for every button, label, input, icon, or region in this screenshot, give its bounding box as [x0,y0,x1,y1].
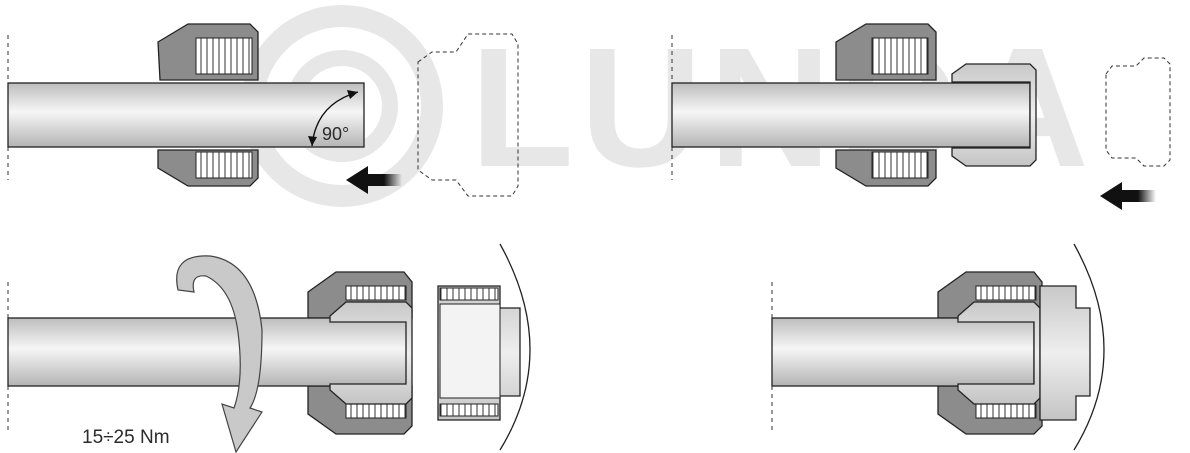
panel-step-2 [671,23,1171,210]
rotation-arrow [176,255,263,453]
pipe [771,317,1035,387]
compression-ring [951,63,1037,167]
ring-outline-dashed [417,33,519,197]
nut-bottom [835,149,937,187]
fitting-body [1039,243,1105,451]
angle-arrow-head-bottom [308,136,317,146]
angle-arrow-head-top [347,90,358,99]
nut-top [835,23,937,81]
pipe [7,317,411,387]
panel-step-4 [771,243,1105,451]
fitting-body [437,243,531,451]
push-arrow-left [346,166,402,194]
panel-step-3: 15÷25 Nm [7,243,531,453]
pipe [671,82,1031,148]
push-arrow-left [1100,182,1156,210]
torque-label: 15÷25 Nm [82,427,170,448]
pipe [7,82,365,148]
angle-label: 90° [322,124,349,144]
nut-top [157,23,259,81]
compression-ring [329,301,413,405]
fitting-outline-dashed [1105,57,1171,167]
compression-ring [957,301,1041,405]
panel-step-1: 90° [7,23,519,197]
nut-bottom [157,149,259,187]
